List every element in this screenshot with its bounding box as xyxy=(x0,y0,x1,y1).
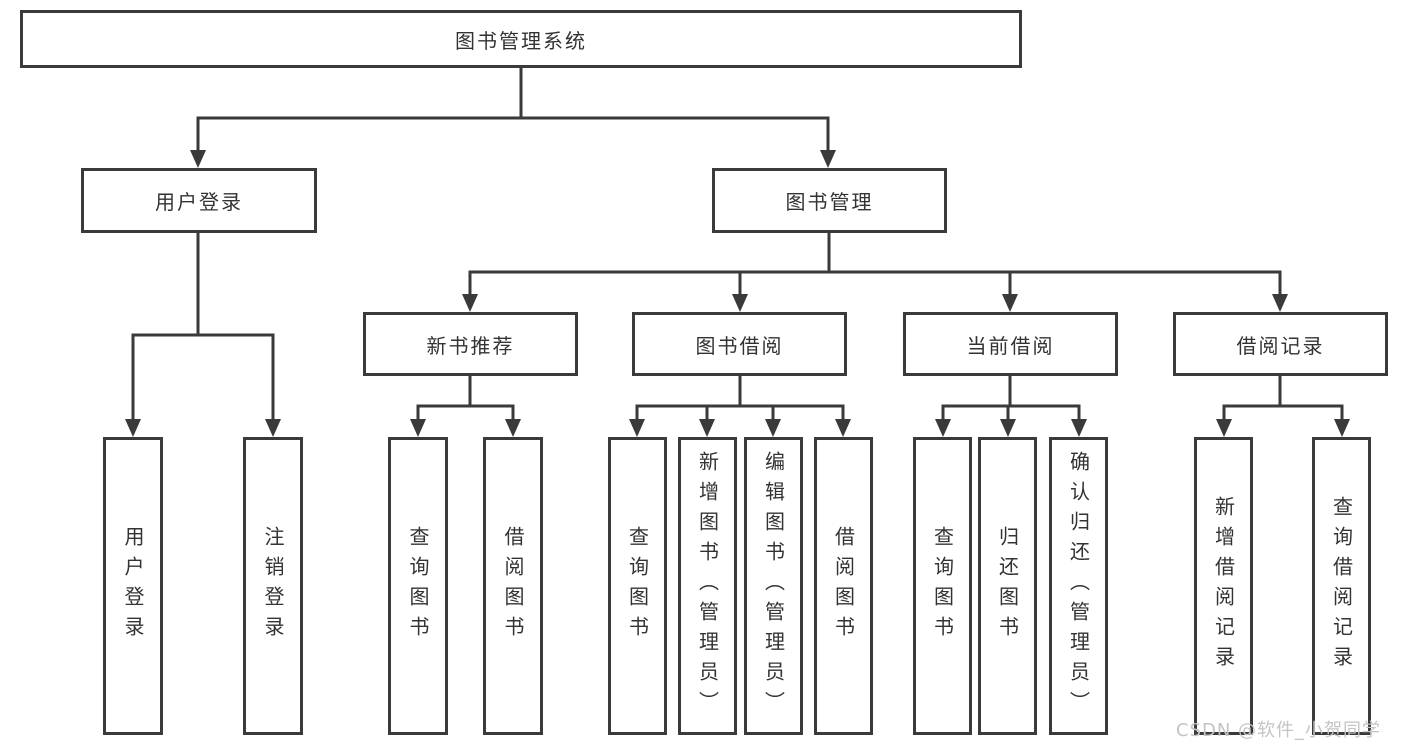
leaf-query-books-current-label: 查询图书 xyxy=(930,526,955,646)
leaf-query-borrow-record-label: 查询借阅记录 xyxy=(1329,496,1354,676)
node-new-book-recommendation: 新书推荐 xyxy=(363,312,578,376)
node-current-borrowing-label: 当前借阅 xyxy=(966,333,1055,358)
leaf-logout-label: 注销登录 xyxy=(261,526,285,646)
leaf-return-books: 归还图书 xyxy=(978,437,1037,735)
node-library-system-label: 图书管理系统 xyxy=(455,28,587,53)
leaf-add-borrow-record: 新增借阅记录 xyxy=(1194,437,1253,735)
leaf-borrow-books-recommend-label: 借阅图书 xyxy=(501,526,525,646)
node-book-management: 图书管理 xyxy=(712,168,947,233)
node-current-borrowing: 当前借阅 xyxy=(903,312,1118,376)
connector-root-to-level1 xyxy=(196,67,830,152)
leaf-confirm-return-admin: 确认归还（管理员） xyxy=(1049,437,1108,735)
node-user-login: 用户登录 xyxy=(81,168,317,233)
leaf-query-books-current: 查询图书 xyxy=(913,437,972,735)
leaf-borrow-books-recommend: 借阅图书 xyxy=(483,437,543,735)
connector-module-junctions xyxy=(416,376,1344,421)
connector-user-login-subtree xyxy=(131,233,275,421)
arrowheads xyxy=(125,150,1350,437)
csdn-watermark: CSDN @软件_小贺同学 xyxy=(1176,720,1382,741)
leaf-confirm-return-admin-label: 确认归还（管理员） xyxy=(1066,451,1091,721)
leaf-add-borrow-record-label: 新增借阅记录 xyxy=(1211,496,1236,676)
node-borrowing-records: 借阅记录 xyxy=(1173,312,1388,376)
leaf-user-login-label: 用户登录 xyxy=(121,526,145,646)
leaf-borrow-books-label: 借阅图书 xyxy=(831,526,856,646)
node-book-management-label: 图书管理 xyxy=(785,190,874,214)
leaf-user-login: 用户登录 xyxy=(103,437,163,735)
leaf-query-books-recommend-label: 查询图书 xyxy=(406,526,430,646)
leaf-add-book-admin-label: 新增图书（管理员） xyxy=(695,451,720,721)
leaf-borrow-books: 借阅图书 xyxy=(814,437,873,735)
node-library-system: 图书管理系统 xyxy=(20,10,1022,68)
leaf-return-books-label: 归还图书 xyxy=(995,526,1020,646)
node-user-login-label: 用户登录 xyxy=(155,190,243,214)
leaf-query-books-borrowing: 查询图书 xyxy=(608,437,667,735)
leaf-query-books-borrowing-label: 查询图书 xyxy=(625,526,650,646)
leaf-add-book-admin: 新增图书（管理员） xyxy=(678,437,737,735)
leaf-edit-book-admin: 编辑图书（管理员） xyxy=(744,437,803,735)
connector-book-management-to-modules xyxy=(468,233,1282,296)
node-new-book-recommendation-label: 新书推荐 xyxy=(426,333,515,358)
leaf-logout: 注销登录 xyxy=(243,437,303,735)
leaf-edit-book-admin-label: 编辑图书（管理员） xyxy=(761,451,786,721)
leaf-query-books-recommend: 查询图书 xyxy=(388,437,448,735)
leaf-query-borrow-record: 查询借阅记录 xyxy=(1312,437,1371,735)
node-borrowing-records-label: 借阅记录 xyxy=(1236,333,1325,358)
node-book-borrowing-label: 图书借阅 xyxy=(695,333,784,358)
node-book-borrowing: 图书借阅 xyxy=(632,312,847,376)
